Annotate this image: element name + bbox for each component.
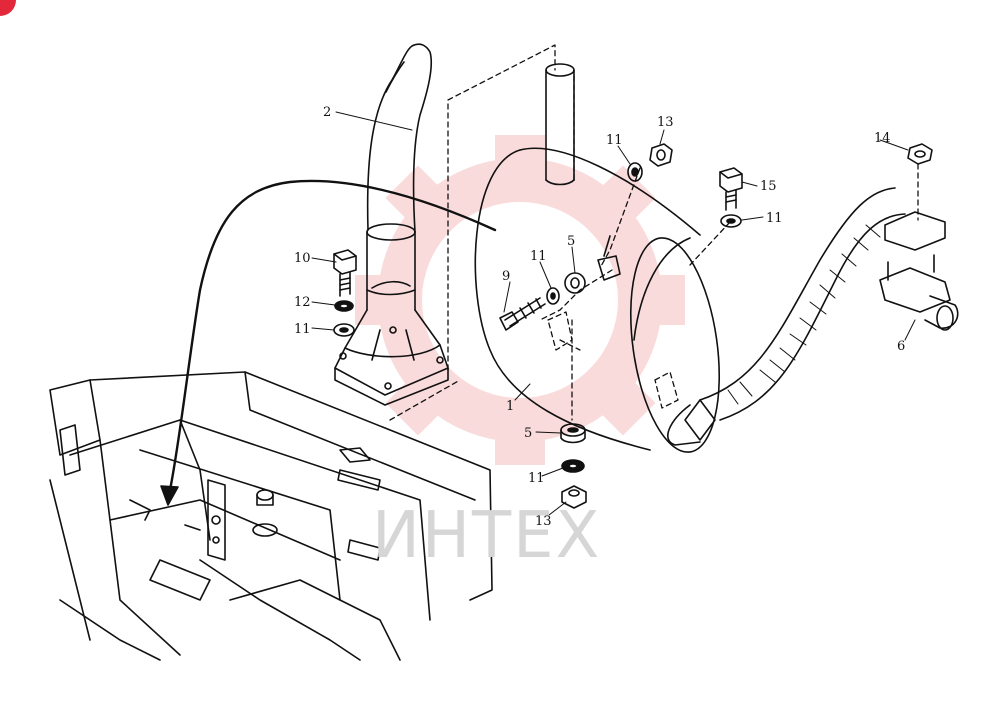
nut-upper — [649, 143, 673, 167]
callout-bolt-right: 15 — [760, 179, 777, 194]
callout-washer-lower: 11 — [528, 471, 545, 486]
callout-bushing-lower: 5 — [524, 426, 532, 441]
watermark-gear-logo — [355, 135, 685, 465]
flex-hose — [667, 187, 906, 446]
callout-bolt-bracket: 10 — [294, 251, 311, 266]
nut-flange — [907, 143, 933, 165]
leader-lines — [311, 111, 916, 516]
bushing-upper — [564, 272, 586, 294]
watermark-text: ИНТЕХ — [372, 499, 602, 573]
washer-lower — [561, 459, 585, 473]
bolt-side — [499, 297, 546, 331]
callout-flange-elbow: 6 — [897, 339, 905, 354]
lock-washer — [334, 300, 354, 312]
callout-bolt-side: 9 — [502, 269, 510, 284]
washer-side — [546, 287, 560, 305]
callout-exhaust-pipe: 2 — [323, 105, 331, 120]
callout-muffler: 1 — [506, 399, 514, 414]
routing-arrow — [160, 179, 497, 506]
callout-nut-lower: 13 — [535, 514, 552, 529]
callout-bushing-upper: 5 — [567, 234, 575, 249]
callout-lock-washer: 12 — [294, 295, 311, 310]
flange-elbow — [879, 211, 959, 331]
bolt-right — [719, 167, 743, 211]
bolt-bracket — [333, 249, 357, 297]
callout-labels: 2 10 12 11 9 11 5 11 13 14 15 11 1 5 11 … — [294, 105, 905, 529]
callout-washer-right: 11 — [766, 211, 783, 226]
callout-nut-upper: 13 — [657, 115, 674, 130]
corner-badge — [0, 0, 16, 16]
callout-nut-flange: 14 — [874, 131, 891, 146]
washer-bracket — [333, 323, 355, 337]
callout-washer-upper: 11 — [606, 133, 623, 148]
washer-right — [720, 214, 742, 228]
callout-washer-side: 11 — [530, 249, 547, 264]
bushing-lower — [560, 423, 586, 444]
nut-lower — [561, 485, 587, 509]
callout-washer-bracket: 11 — [294, 322, 311, 337]
tractor-frame — [49, 371, 493, 661]
exhaust-pipe — [334, 43, 449, 406]
assembly-guide-lines — [389, 44, 919, 421]
